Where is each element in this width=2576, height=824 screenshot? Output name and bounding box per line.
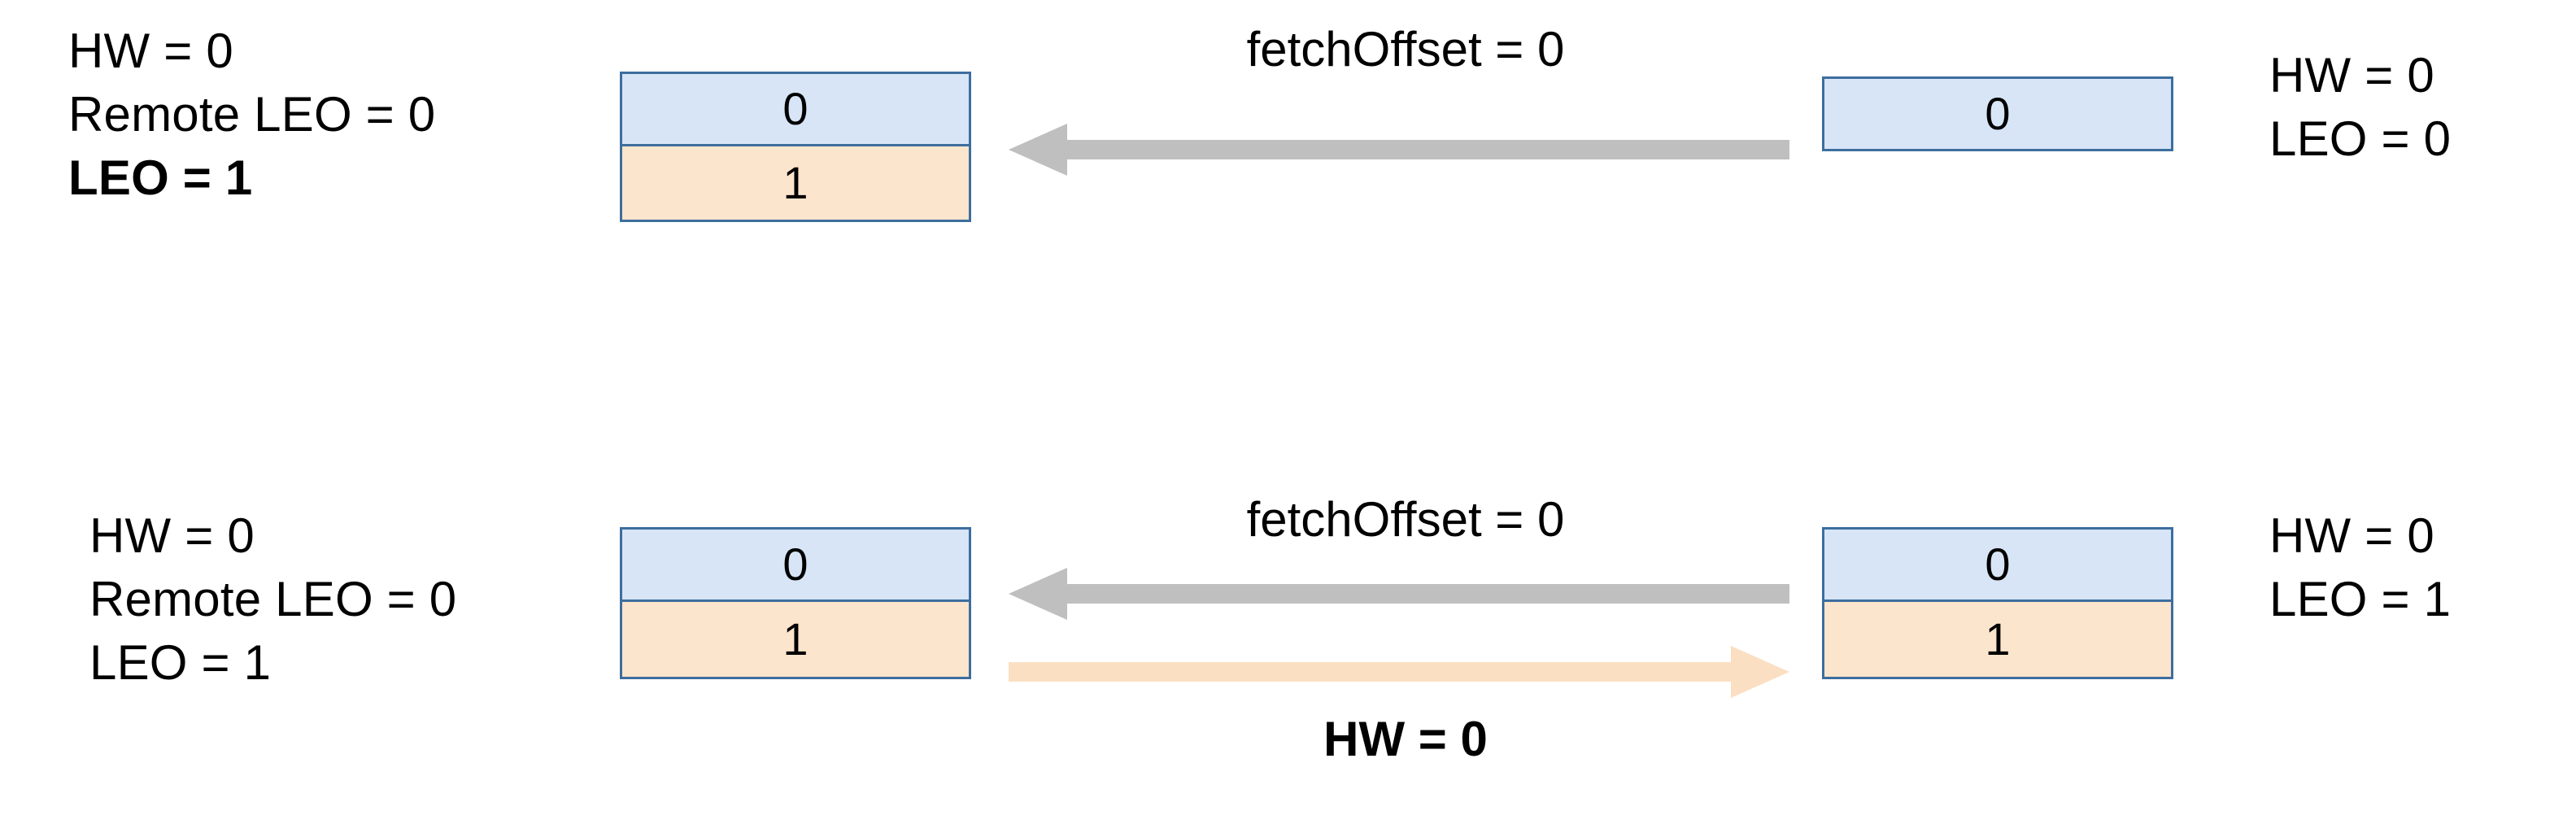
bottom-right-log-cell-0: 0	[1822, 527, 2173, 602]
bottom-hw-arrow	[1009, 646, 1789, 698]
bottom-right-state-label: HW = 0 LEO = 1	[2269, 504, 2451, 631]
top-left-state-label: HW = 0 Remote LEO = 0 LEO = 1	[68, 20, 435, 210]
top-right-log-cell-0: 0	[1822, 76, 2173, 151]
top-right-state-label: HW = 0 LEO = 0	[2269, 44, 2451, 171]
bottom-fetch-arrow-caption: fetchOffset = 0	[1246, 492, 1565, 547]
bottom-right-log-cell-1: 1	[1822, 599, 2173, 679]
bottom-fetch-arrow	[1009, 568, 1789, 620]
bottom-right-log-box: 0 1	[1822, 527, 2173, 679]
top-left-label-line-remote-leo: Remote LEO = 0	[68, 87, 436, 142]
top-left-log-box: 0 1	[620, 72, 971, 222]
bottom-left-label-line-hw: HW = 0	[89, 508, 255, 563]
top-fetch-arrow-caption: fetchOffset = 0	[1246, 22, 1565, 76]
bottom-left-log-cell-0: 0	[620, 527, 971, 602]
bottom-left-label-line-leo: LEO = 1	[89, 635, 272, 690]
top-right-label-line-leo: LEO = 0	[2269, 111, 2452, 166]
bottom-left-state-label: HW = 0 Remote LEO = 0 LEO = 1	[89, 504, 456, 695]
top-right-log-box: 0	[1822, 76, 2173, 151]
bottom-left-label-line-remote-leo: Remote LEO = 0	[89, 572, 457, 626]
top-left-log-cell-1: 1	[620, 144, 971, 222]
top-left-label-line-leo: LEO = 1	[68, 150, 253, 205]
bottom-hw-arrow-caption: HW = 0	[1323, 712, 1488, 766]
bottom-right-label-line-leo: LEO = 1	[2269, 572, 2452, 626]
top-right-label-line-hw: HW = 0	[2269, 48, 2434, 102]
high-watermark-arrow-icon	[1009, 646, 1789, 698]
fetch-offset-arrow-icon	[1009, 124, 1789, 176]
bottom-left-log-box: 0 1	[620, 527, 971, 679]
top-fetch-arrow	[1009, 124, 1789, 176]
top-left-label-line-hw: HW = 0	[68, 24, 233, 78]
bottom-left-log-cell-1: 1	[620, 599, 971, 679]
top-left-log-cell-0: 0	[620, 72, 971, 146]
bottom-right-label-line-hw: HW = 0	[2269, 508, 2434, 563]
fetch-offset-arrow-icon	[1009, 568, 1789, 620]
